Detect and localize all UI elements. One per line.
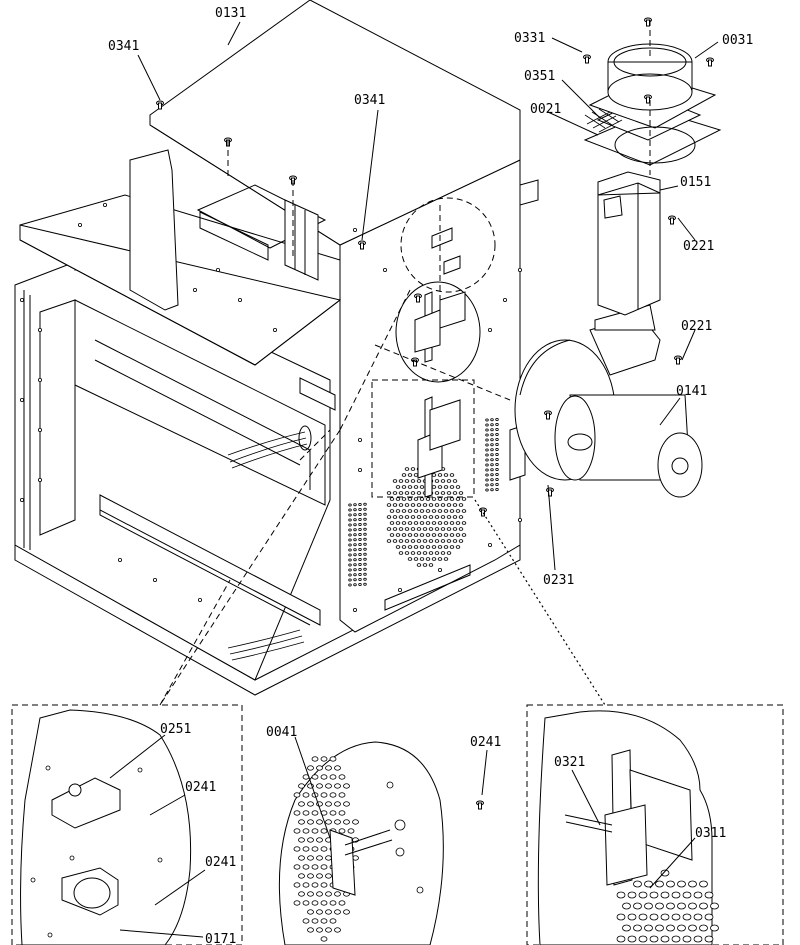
label-0151: 0151: [680, 175, 711, 190]
label-0041: 0041: [266, 725, 297, 740]
detail-middle-content: [278, 741, 444, 945]
detail-box-right: [526, 704, 784, 945]
label-0031: 0031: [722, 33, 753, 48]
label-0241-middle: 0241: [470, 735, 501, 750]
label-0131: 0131: [215, 6, 246, 21]
label-0231: 0231: [543, 573, 574, 588]
label-0141: 0141: [676, 384, 707, 399]
blower-motor-0141: [514, 304, 703, 498]
label-0221-lower: 0221: [681, 319, 712, 334]
label-0241-detail-top: 0241: [185, 780, 216, 795]
switch-assembly-lower: [371, 379, 475, 498]
label-0171: 0171: [205, 932, 236, 945]
label-0351: 0351: [524, 69, 555, 84]
label-0341-left: 0341: [108, 39, 139, 54]
leader-lines: [109, 21, 719, 938]
detail-left-content: [20, 709, 192, 945]
detail-right-content: [537, 710, 719, 945]
label-0221-upper: 0221: [683, 239, 714, 254]
label-0341-right: 0341: [354, 93, 385, 108]
duct-0151: [597, 171, 661, 316]
flange-assembly: [583, 43, 722, 166]
callout-labels: 0131 0341 0341 0331 0031 0351 0021 0151 …: [108, 6, 753, 945]
switch-assembly-upper: [395, 197, 496, 383]
label-0241-detail-bottom: 0241: [205, 855, 236, 870]
detail-box-left: [11, 704, 243, 945]
label-0331: 0331: [514, 31, 545, 46]
label-0311: 0311: [695, 826, 726, 841]
label-0021: 0021: [530, 102, 561, 117]
detail-connectors: [159, 20, 651, 706]
vent-perforations: [348, 418, 499, 587]
label-0251: 0251: [160, 722, 191, 737]
cabinet-assembly: [14, 0, 539, 696]
label-0321: 0321: [554, 755, 585, 770]
